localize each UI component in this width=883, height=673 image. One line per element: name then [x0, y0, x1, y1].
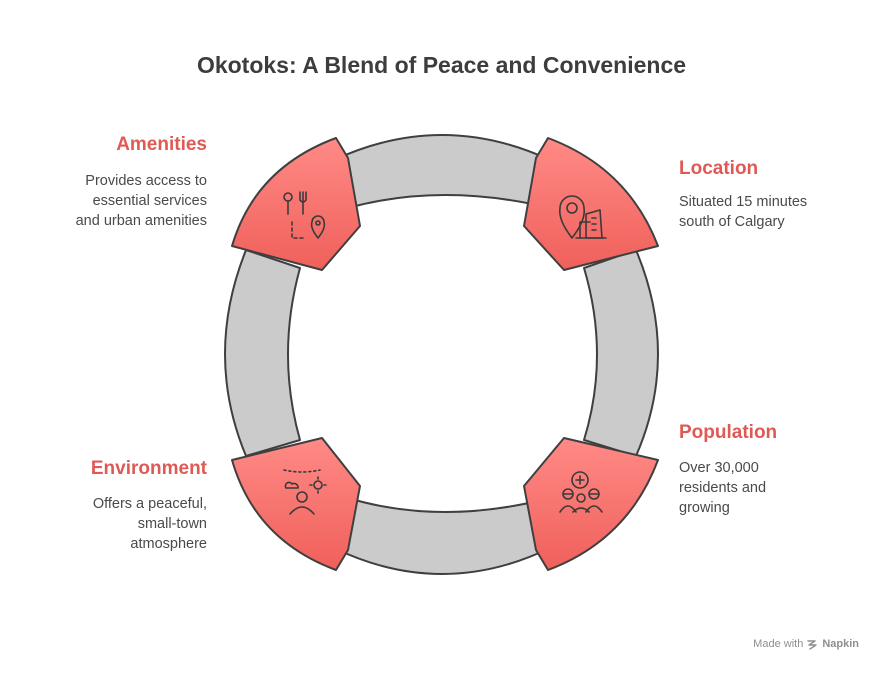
desc-line: Over 30,000: [679, 460, 759, 476]
node-population: [523, 437, 659, 571]
desc-population: Over 30,000 residents and growing: [679, 458, 766, 518]
ring-arc-bottom: [333, 497, 551, 575]
node-environment: [231, 437, 361, 571]
node-location: [523, 137, 659, 271]
label-population: Population: [679, 422, 778, 443]
desc-line: Provides access to: [85, 173, 207, 189]
napkin-logo-icon: [807, 639, 818, 650]
desc-line: growing: [679, 500, 730, 516]
desc-line: residents and: [679, 480, 767, 496]
footer-brand: Napkin: [822, 638, 859, 650]
ring-arc-left: [224, 249, 301, 457]
map-pin-buildings-icon: [558, 195, 607, 239]
label-environment: Environment: [90, 458, 207, 479]
footer-prefix: Made with: [753, 638, 804, 650]
desc-line: and urban amenities: [75, 213, 207, 229]
ring-arc-top: [333, 134, 551, 209]
desc-location: Situated 15 minutes south of Calgary: [679, 192, 807, 232]
footer-credit: Made with Napkin: [753, 638, 859, 650]
desc-line: Offers a peaceful,: [92, 496, 207, 512]
ring-arc-right: [583, 249, 659, 457]
node-amenities: [231, 137, 361, 271]
desc-line: south of Calgary: [679, 214, 785, 230]
people-group-plus-icon: [559, 471, 603, 513]
utensils-location-icon: [283, 191, 326, 239]
desc-environment: Offers a peaceful, small-town atmosphere: [93, 494, 207, 554]
diagram-title: Okotoks: A Blend of Peace and Convenienc…: [196, 52, 687, 78]
desc-line: essential services: [92, 193, 207, 209]
desc-line: Situated 15 minutes: [679, 194, 808, 210]
label-amenities: Amenities: [116, 134, 207, 155]
label-location: Location: [679, 158, 759, 179]
desc-amenities: Provides access to essential services an…: [76, 171, 207, 231]
person-sun-cloud-icon: [283, 469, 327, 515]
desc-line: small-town: [137, 516, 207, 532]
desc-line: atmosphere: [130, 536, 207, 552]
